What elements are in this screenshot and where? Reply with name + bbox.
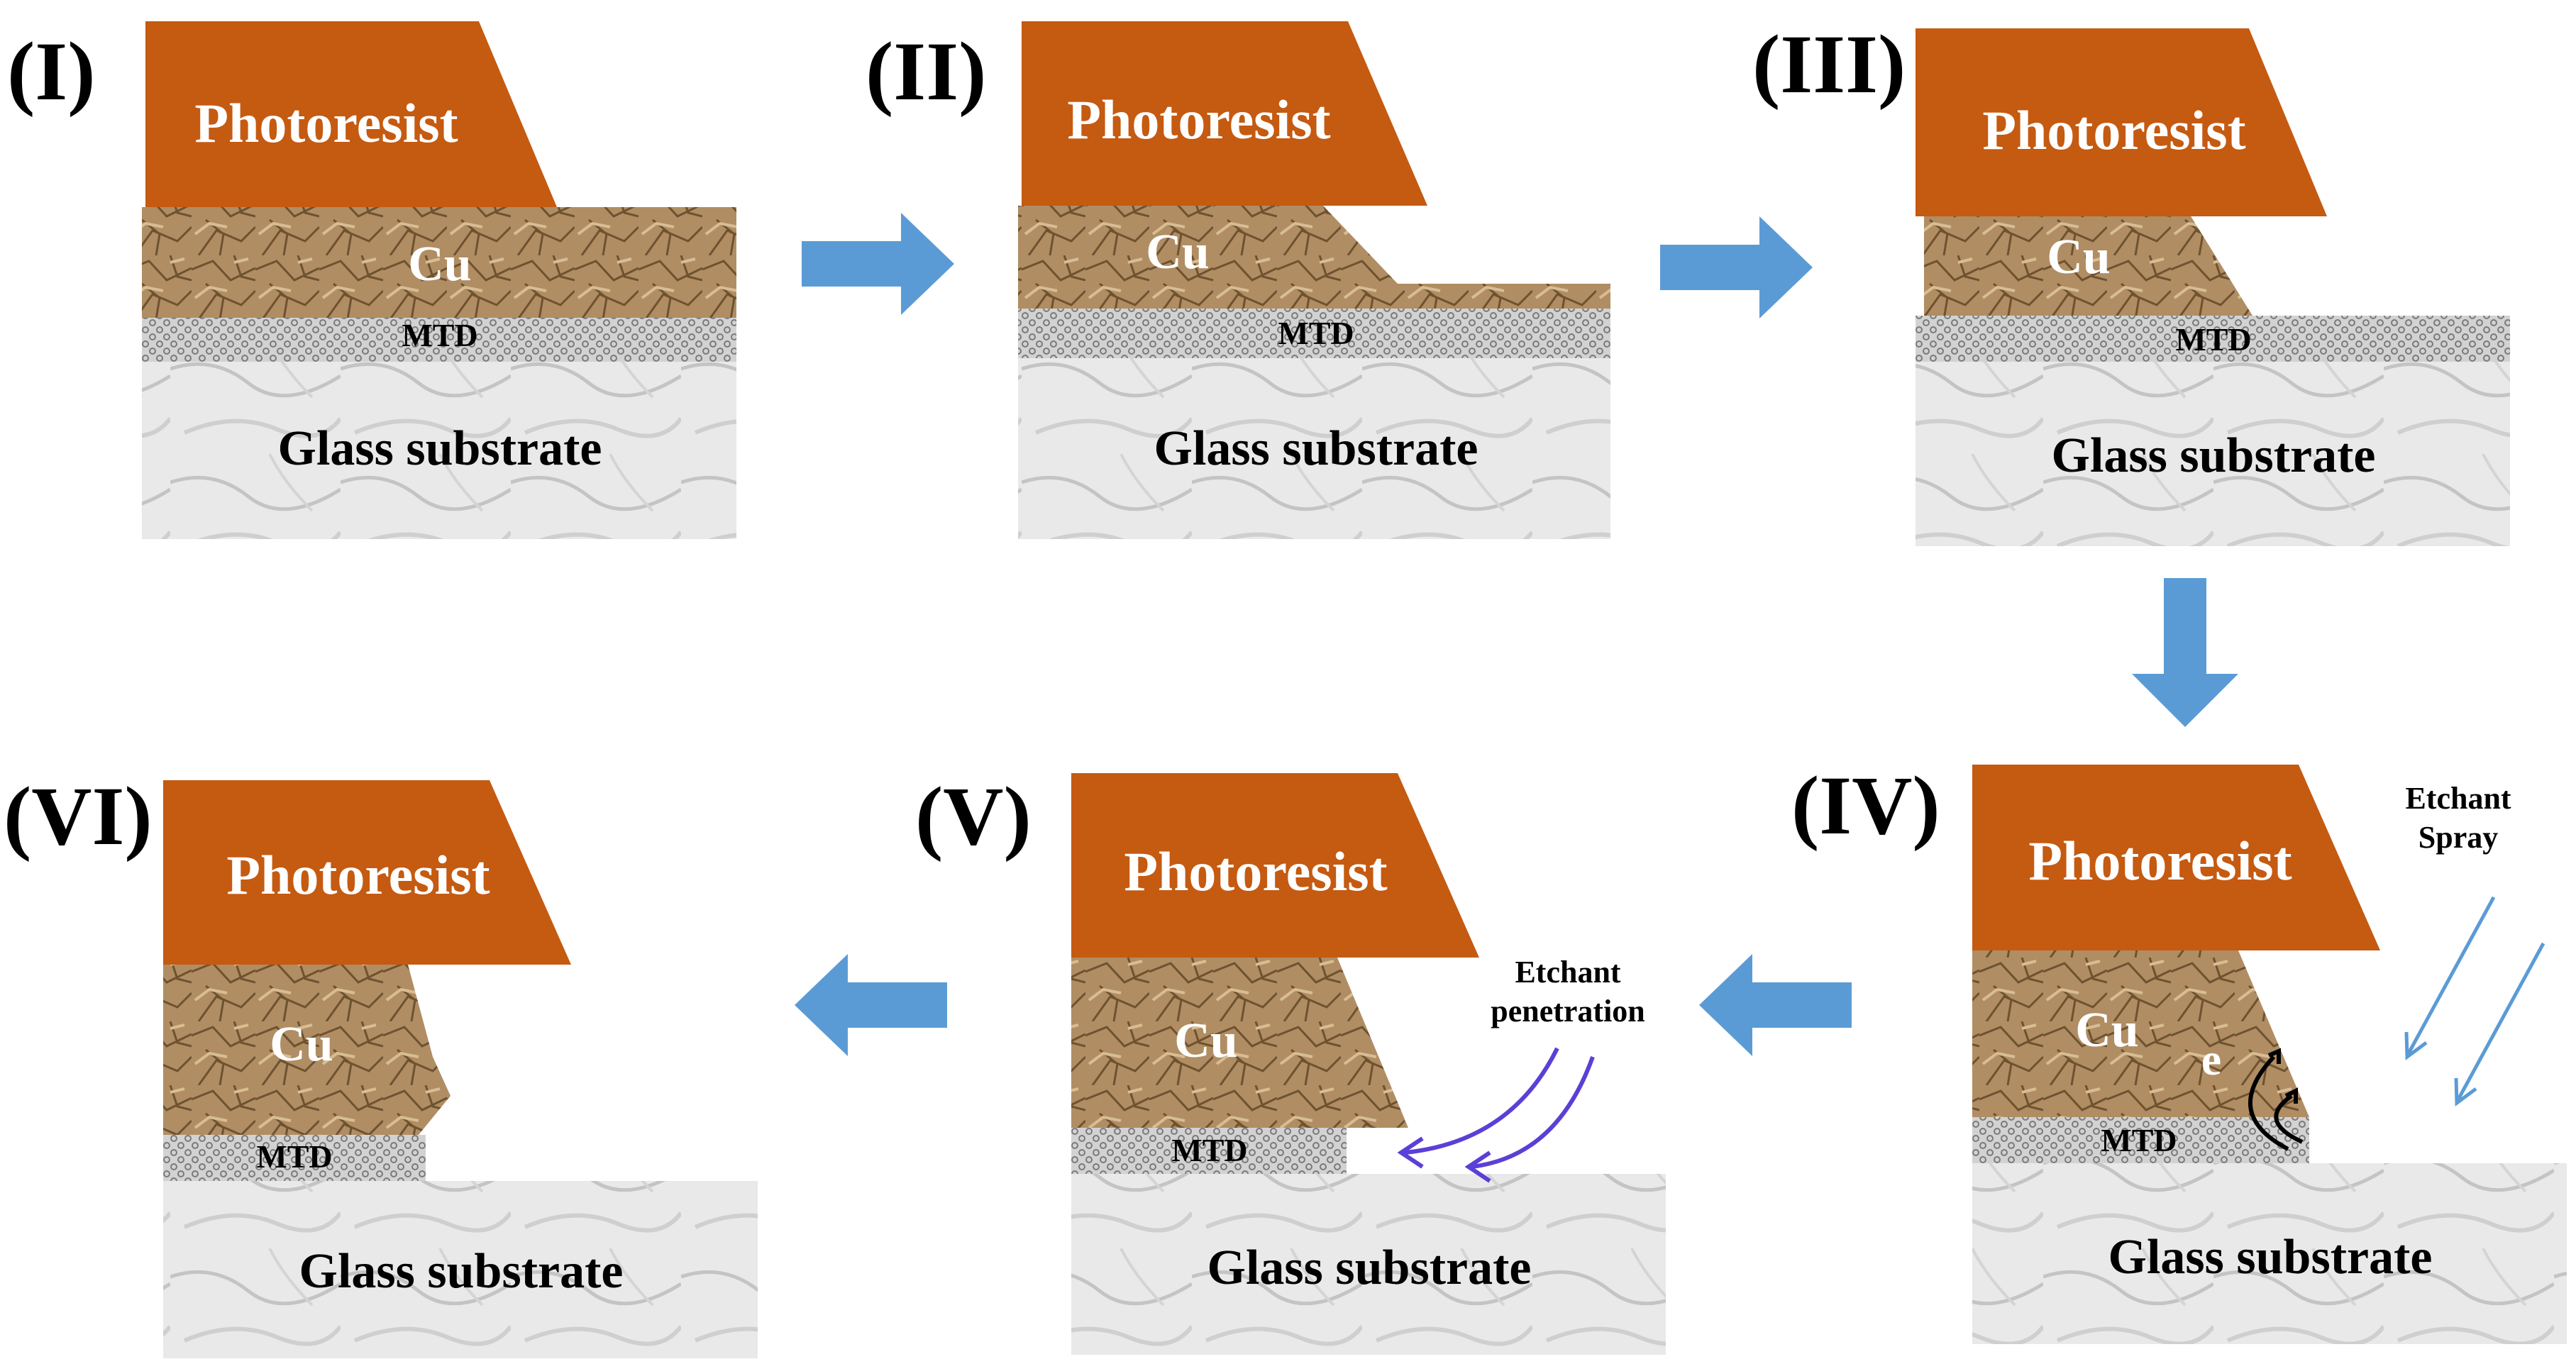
- stage-label: (VI): [4, 770, 153, 862]
- copper-layer: [163, 965, 450, 1135]
- glass-label: Glass substrate: [278, 421, 602, 476]
- photoresist-layer: [1972, 765, 2380, 950]
- stage-label: (V): [915, 770, 1032, 862]
- copper-label: Cu: [270, 1017, 333, 1072]
- mtd-layer: [163, 1135, 426, 1181]
- mtd-label: MTD: [1278, 315, 1354, 351]
- glass-label: Glass substrate: [1207, 1241, 1532, 1295]
- copper-label: Cu: [408, 237, 471, 292]
- stage-label: (III): [1752, 18, 1906, 111]
- copper-layer: [1972, 950, 2309, 1117]
- stage-6: (VI) Photoresist Cu MTD Glass substrate: [4, 770, 758, 1358]
- photoresist-label: Photoresist: [1124, 841, 1387, 902]
- block-arrow-icon: [1699, 954, 1852, 1056]
- copper-label: Cu: [1146, 225, 1209, 279]
- glass-substrate: [163, 1181, 758, 1358]
- etchant-spray-label-line1: Etchant: [2405, 781, 2511, 816]
- thin-arrow-icon: [2404, 896, 2545, 1106]
- glass-label: Glass substrate: [299, 1244, 624, 1299]
- copper-layer: [142, 207, 736, 318]
- photoresist-layer: [1022, 21, 1427, 206]
- photoresist-layer: [1916, 28, 2327, 216]
- photoresist-label: Photoresist: [1982, 99, 2245, 161]
- mtd-label: MTD: [2175, 321, 2251, 357]
- stage-2: (II) Photoresist Cu MTD Glass substrate: [866, 21, 1610, 539]
- copper-layer: [1071, 958, 1408, 1128]
- mtd-label: MTD: [1171, 1132, 1247, 1168]
- photoresist-layer: [1071, 773, 1479, 958]
- block-arrow-icon: [802, 213, 954, 315]
- mtd-label: MTD: [402, 317, 477, 353]
- photoresist-layer: [145, 21, 557, 207]
- photoresist-label: Photoresist: [194, 92, 458, 154]
- copper-label: Cu: [2047, 230, 2110, 284]
- glass-label: Glass substrate: [2108, 1230, 2433, 1285]
- mtd-layer: [1071, 1128, 1347, 1174]
- copper-label: Cu: [1174, 1014, 1237, 1068]
- curved-arrow-icon: [1397, 1047, 1595, 1183]
- glass-substrate: [1972, 1163, 2567, 1344]
- glass-label: Glass substrate: [1154, 421, 1478, 476]
- etchant-spray-label-line2: Spray: [2419, 820, 2498, 855]
- mtd-layer: [1916, 316, 2510, 362]
- electron-label: e: [2201, 1034, 2221, 1085]
- etchant-penetration-label-line2: penetration: [1491, 994, 1645, 1028]
- stage-label: (II): [866, 25, 986, 118]
- copper-layer: [1018, 206, 1610, 309]
- stage-3: (III) Photoresist Cu MTD Glass substrate: [1752, 18, 2510, 546]
- mtd-layer: [142, 318, 736, 362]
- block-arrow-icon: [795, 954, 947, 1056]
- photoresist-label: Photoresist: [2028, 830, 2292, 892]
- glass-substrate: [1018, 358, 1610, 539]
- mtd-label: MTD: [2101, 1122, 2177, 1158]
- photoresist-label: Photoresist: [1067, 89, 1330, 150]
- glass-label: Glass substrate: [2052, 428, 2376, 483]
- stage-5: (V) Photoresist Cu MTD Glass substrate E…: [915, 770, 1666, 1355]
- photoresist-layer: [163, 780, 571, 965]
- glass-substrate: [1071, 1174, 1666, 1355]
- stage-4: (IV) Photoresist Cu e MTD Glass substrat…: [1791, 759, 2567, 1344]
- copper-label: Cu: [2075, 1003, 2138, 1058]
- mtd-label: MTD: [256, 1138, 332, 1175]
- block-arrow-icon: [2132, 578, 2238, 727]
- etchant-penetration-label-line1: Etchant: [1515, 955, 1620, 989]
- mtd-layer: [1972, 1117, 2309, 1163]
- block-arrow-icon: [1660, 216, 1813, 318]
- mtd-layer: [1018, 309, 1610, 358]
- glass-substrate: [1916, 362, 2510, 546]
- photoresist-label: Photoresist: [226, 844, 490, 906]
- stage-1: (I) Photoresist Cu MTD Glass substrate: [7, 21, 736, 539]
- glass-substrate: [142, 362, 736, 539]
- copper-layer: [1924, 213, 2252, 316]
- stage-label: (IV): [1791, 759, 1940, 852]
- curved-arrow-icon: [2248, 1048, 2304, 1151]
- stage-label: (I): [7, 25, 96, 118]
